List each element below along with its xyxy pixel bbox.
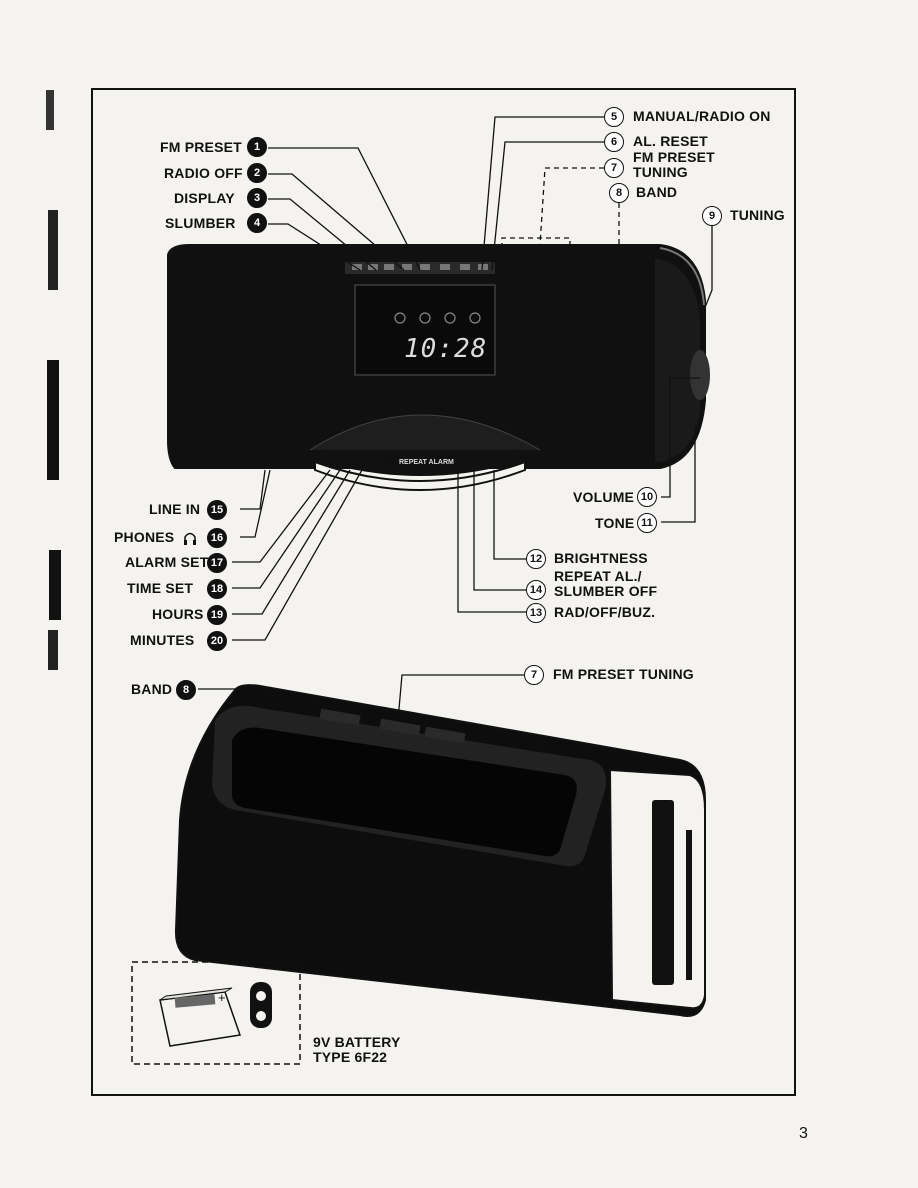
label-battery: 9V BATTERY bbox=[313, 1034, 401, 1050]
label-fm-preset: FM PRESET bbox=[160, 139, 242, 155]
headphones-icon bbox=[184, 532, 196, 545]
badge-9: 9 bbox=[702, 206, 722, 226]
repeat-alarm-label: REPEAT ALARM bbox=[399, 459, 454, 466]
label-rad-off-buz: RAD/OFF/BUZ. bbox=[554, 604, 656, 620]
label-band: BAND bbox=[636, 184, 678, 200]
badge-rear-8: 8 bbox=[176, 680, 196, 700]
label-repeat-al: REPEAT AL./ bbox=[554, 568, 642, 584]
badge-10: 10 bbox=[637, 487, 657, 507]
label-hours: HOURS bbox=[152, 606, 204, 622]
battery-illustration: + bbox=[159, 982, 272, 1047]
label-rear-band: BAND bbox=[131, 681, 173, 697]
badge-7: 7 bbox=[604, 158, 624, 178]
badge-11: 11 bbox=[637, 513, 657, 533]
label-line-in: LINE IN bbox=[149, 501, 201, 517]
badge-16: 16 bbox=[207, 528, 227, 548]
badge-12: 12 bbox=[526, 549, 546, 569]
label-radio-off: RADIO OFF bbox=[164, 165, 243, 181]
label-phones: PHONES bbox=[114, 529, 175, 545]
badge-8: 8 bbox=[609, 183, 629, 203]
badge-15: 15 bbox=[207, 500, 227, 520]
label-slumber-off: SLUMBER OFF bbox=[554, 583, 658, 599]
label-al-reset: AL. RESET bbox=[633, 133, 708, 149]
label-volume: VOLUME bbox=[573, 489, 635, 505]
front-view bbox=[167, 244, 710, 491]
battery-box bbox=[131, 961, 301, 1065]
label-battery-type: TYPE 6F22 bbox=[313, 1049, 388, 1065]
badge-17: 17 bbox=[207, 553, 227, 573]
badge-rear-7: 7 bbox=[524, 665, 544, 685]
badge-5: 5 bbox=[604, 107, 624, 127]
badge-4: 4 bbox=[247, 213, 267, 233]
clock-display-time: 10:28 bbox=[404, 334, 488, 364]
badge-3: 3 bbox=[247, 188, 267, 208]
badge-20: 20 bbox=[207, 631, 227, 651]
label-display: DISPLAY bbox=[174, 190, 235, 206]
label-alarm-set: ALARM SET bbox=[125, 554, 209, 570]
badge-19: 19 bbox=[207, 605, 227, 625]
label-brightness: BRIGHTNESS bbox=[554, 550, 648, 566]
badge-2: 2 bbox=[247, 163, 267, 183]
label-tuning: TUNING bbox=[730, 207, 785, 223]
badge-18: 18 bbox=[207, 579, 227, 599]
label-rear-fm-preset-tuning: FM PRESET TUNING bbox=[553, 666, 694, 682]
label-slumber: SLUMBER bbox=[165, 215, 236, 231]
badge-6: 6 bbox=[604, 132, 624, 152]
label-time-set: TIME SET bbox=[127, 580, 194, 596]
page-number: 3 bbox=[799, 1125, 808, 1142]
badge-1: 1 bbox=[247, 137, 267, 157]
scan-edge-artifact bbox=[46, 90, 61, 670]
label-tone: TONE bbox=[595, 515, 635, 531]
badge-13: 13 bbox=[526, 603, 546, 623]
label-fm-preset-line1: FM PRESET bbox=[633, 149, 715, 165]
svg-text:+: + bbox=[218, 990, 226, 1005]
label-fm-preset-line2: TUNING bbox=[633, 164, 688, 180]
badge-14: 14 bbox=[526, 580, 546, 600]
figure-frame bbox=[91, 88, 796, 1096]
label-minutes: MINUTES bbox=[130, 632, 195, 648]
rear-view bbox=[174, 684, 706, 1017]
leader-lines bbox=[198, 116, 713, 961]
label-manual-radio-on: MANUAL/RADIO ON bbox=[633, 108, 771, 124]
